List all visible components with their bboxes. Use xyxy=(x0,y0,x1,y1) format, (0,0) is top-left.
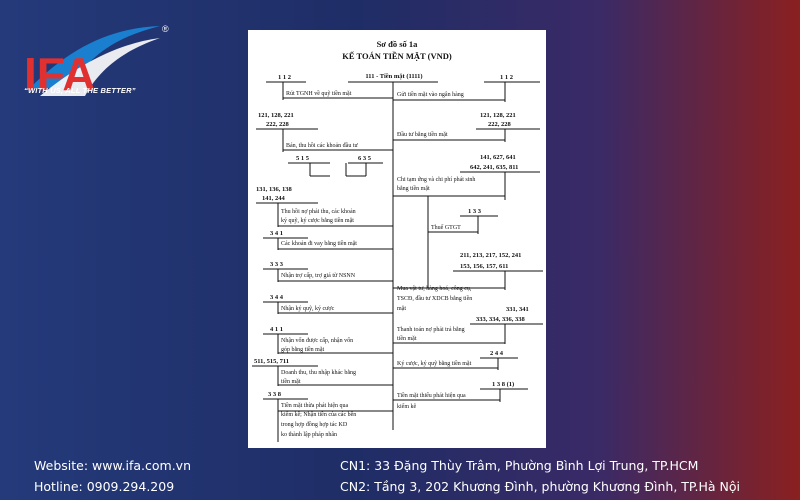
left-label-6: Nhận ký quỹ, ký cược xyxy=(281,305,335,312)
hotline-link[interactable]: Hotline: 0909.294.209 xyxy=(34,479,175,494)
diagram-subtitle: KẾ TOÁN TIỀN MẶT (VND) xyxy=(342,51,452,61)
left-account-222: 222, 228 xyxy=(266,121,290,128)
left-account-121: 121, 128, 221 xyxy=(258,112,294,119)
right-label-4: Thuế GTGT xyxy=(431,224,461,231)
left-label-3a: Thu hồi nợ phải thu, các khoản xyxy=(281,208,356,215)
ifa-logo: IFA ® xyxy=(24,24,169,100)
cash-accounting-diagram: Sơ đồ số 1a KẾ TOÁN TIỀN MẶT (VND) 111 -… xyxy=(252,39,543,442)
right-account-112: 1 1 2 xyxy=(500,74,513,81)
left-label-9c: trong hợp đồng hợp tác KD xyxy=(281,421,348,428)
left-label-7b: góp bằng tiền mặt xyxy=(281,346,324,353)
right-label-7: Ký cược, ký quỹ bằng tiền mặt xyxy=(397,360,472,367)
left-account-344: 3 4 4 xyxy=(270,294,284,301)
left-label-9d: ko thành lập pháp nhân xyxy=(281,432,337,438)
right-account-333: 333, 334, 336, 338 xyxy=(476,316,526,323)
right-account-331: 331, 341 xyxy=(506,306,529,313)
branch-1-address: CN1: 33 Đặng Thùy Trâm, Phường Bình Lợi … xyxy=(340,458,699,473)
right-label-6b: tiền mặt xyxy=(397,335,417,342)
right-label-5b: TSCĐ, đầu tư XDCB bằng tiền xyxy=(397,295,472,302)
left-label-2: Bán, thu hồi các khoản đầu tư xyxy=(286,142,358,149)
left-account-511: 511, 515, 711 xyxy=(254,358,289,365)
brand-slogan: “WITH US, ALL THE BETTER” xyxy=(24,86,136,95)
left-label-8b: tiền mặt xyxy=(281,378,301,385)
right-account-133: 1 3 3 xyxy=(468,208,482,215)
right-account-244: 2 4 4 xyxy=(490,350,504,357)
website-link[interactable]: Website: www.ifa.com.vn xyxy=(34,458,192,473)
right-account-138: 1 3 8 (1) xyxy=(492,381,514,388)
right-label-2: Đầu tư bằng tiền mặt xyxy=(397,131,448,138)
right-account-211: 211, 213, 217, 152, 241 xyxy=(460,252,521,259)
right-account-141: 141, 627, 641 xyxy=(480,154,516,161)
right-label-8b: kiểm kê xyxy=(397,403,416,410)
right-label-8a: Tiền mặt thiếu phát hiện qua xyxy=(397,392,466,399)
left-account-112: 1 1 2 xyxy=(278,74,291,81)
logo-swoosh xyxy=(30,26,160,88)
left-label-9a: Tiền mặt thừa phát hiện qua xyxy=(281,402,349,409)
left-account-515: 5 1 5 xyxy=(296,155,310,162)
right-label-6a: Thanh toán nợ phải trả bằng xyxy=(397,326,465,333)
left-label-4: Các khoản đi vay bằng tiền mặt xyxy=(281,240,357,247)
right-account-121: 121, 128, 221 xyxy=(480,112,516,119)
left-label-1: Rút TGNH về quỹ tiền mặt xyxy=(286,90,352,97)
left-label-5: Nhận trợ cấp, trợ giá từ NSNN xyxy=(281,272,356,279)
right-account-153: 153, 156, 157, 611 xyxy=(460,263,508,270)
registered-mark: ® xyxy=(162,24,169,34)
left-account-635: 6 3 5 xyxy=(358,155,372,162)
left-label-7a: Nhận vốn được cấp, nhận vốn xyxy=(281,337,353,344)
branch-2-address: CN2: Tầng 3, 202 Khương Đình, phường Khư… xyxy=(340,479,740,494)
right-label-1: Gửi tiền mặt vào ngân hàng xyxy=(397,91,464,98)
left-account-141: 141, 244 xyxy=(262,195,286,202)
left-account-341: 3 4 1 xyxy=(270,230,283,237)
right-account-642: 642, 241, 635, 811 xyxy=(470,164,518,171)
right-label-5c: mặt xyxy=(397,306,406,312)
logo-letters: IFA xyxy=(24,48,96,100)
right-label-3a: Chi tạm ứng và chi phí phát sinh xyxy=(397,177,475,183)
left-account-131: 131, 136, 138 xyxy=(256,186,293,193)
right-label-5a: Mua vật tư, hàng hoá, công cụ, xyxy=(397,286,472,292)
left-label-8a: Doanh thu, thu nhập khác bằng xyxy=(281,369,356,376)
left-label-3b: ký quỹ, ký cược bằng tiền mặt xyxy=(281,217,354,224)
footer: Website: www.ifa.com.vn Hotline: 0909.29… xyxy=(0,450,800,500)
left-account-411: 4 1 1 xyxy=(270,326,283,333)
right-account-222: 222, 228 xyxy=(488,121,512,128)
diagram-title: Sơ đồ số 1a xyxy=(377,39,419,49)
left-account-333: 3 3 3 xyxy=(270,261,284,268)
left-label-9b: kiểm kê; Nhận tiền của các bên xyxy=(281,411,356,418)
left-account-338: 3 3 8 xyxy=(268,391,282,398)
logo-swoosh-white xyxy=(40,38,160,96)
right-label-3b: bằng tiền mặt xyxy=(397,185,430,192)
center-account-label: 111 - Tiền mặt (1111) xyxy=(365,73,422,80)
